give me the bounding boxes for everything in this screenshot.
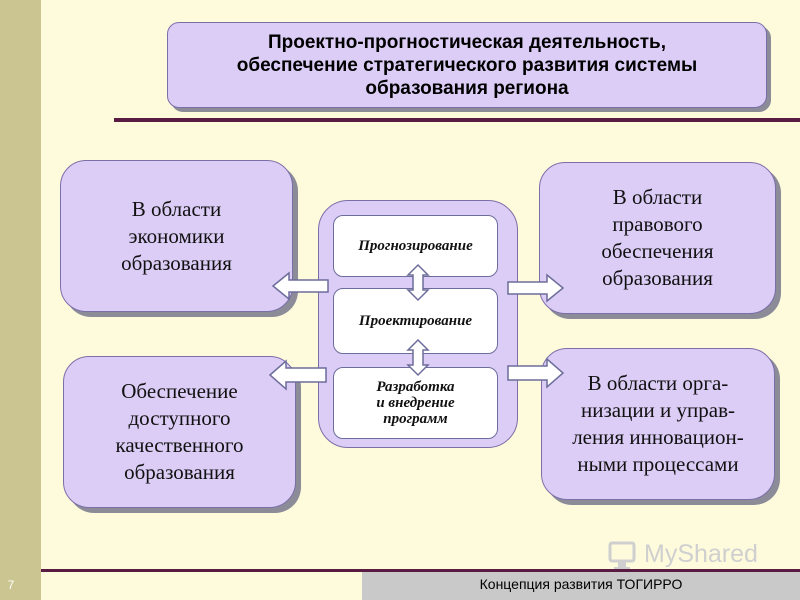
- arrow-left-lower: [268, 359, 327, 391]
- box-economics: В области экономики образования: [60, 160, 293, 312]
- arrow-right-lower: [507, 357, 565, 389]
- watermark-text: MyShared: [644, 540, 758, 568]
- title-box: Проектно-прогностическая деятельность, о…: [167, 22, 767, 108]
- arrow-right-upper: [507, 273, 565, 303]
- footer-rule: [41, 569, 800, 572]
- slide-title: Проектно-прогностическая деятельность, о…: [236, 31, 698, 99]
- box-legal-label: В области правового обеспечения образова…: [601, 185, 714, 290]
- box-accessible-education: Обеспечение доступного качественного обр…: [63, 356, 296, 508]
- box-economics-label: В области экономики образования: [121, 196, 232, 275]
- arrow-left-upper: [271, 271, 329, 301]
- center-item-programs: Разработка и внедрение программ: [333, 367, 498, 439]
- center-item-design-label: Проектирование: [358, 313, 473, 329]
- box-accessible-education-label: Обеспечение доступного качественного обр…: [115, 379, 244, 484]
- center-item-programs-label: Разработка и внедрение программ: [376, 379, 455, 427]
- arrow-vertical-lower: [406, 338, 430, 377]
- box-innovation-label: В области орга- низации и управ- ления и…: [572, 371, 744, 476]
- left-decorative-strip: [0, 0, 41, 600]
- box-innovation: В области орга- низации и управ- ления и…: [541, 348, 775, 500]
- page-number: 7: [7, 578, 15, 592]
- box-legal: В области правового обеспечения образова…: [539, 162, 776, 314]
- watermark-logo-icon: [608, 541, 636, 570]
- center-item-forecasting-label: Прогнозирование: [358, 238, 473, 254]
- arrow-vertical-upper: [406, 263, 430, 302]
- footer-text: Концепция развития ТОГИРРО: [479, 576, 683, 592]
- title-underline: [114, 118, 800, 122]
- footer-bar: [362, 572, 800, 600]
